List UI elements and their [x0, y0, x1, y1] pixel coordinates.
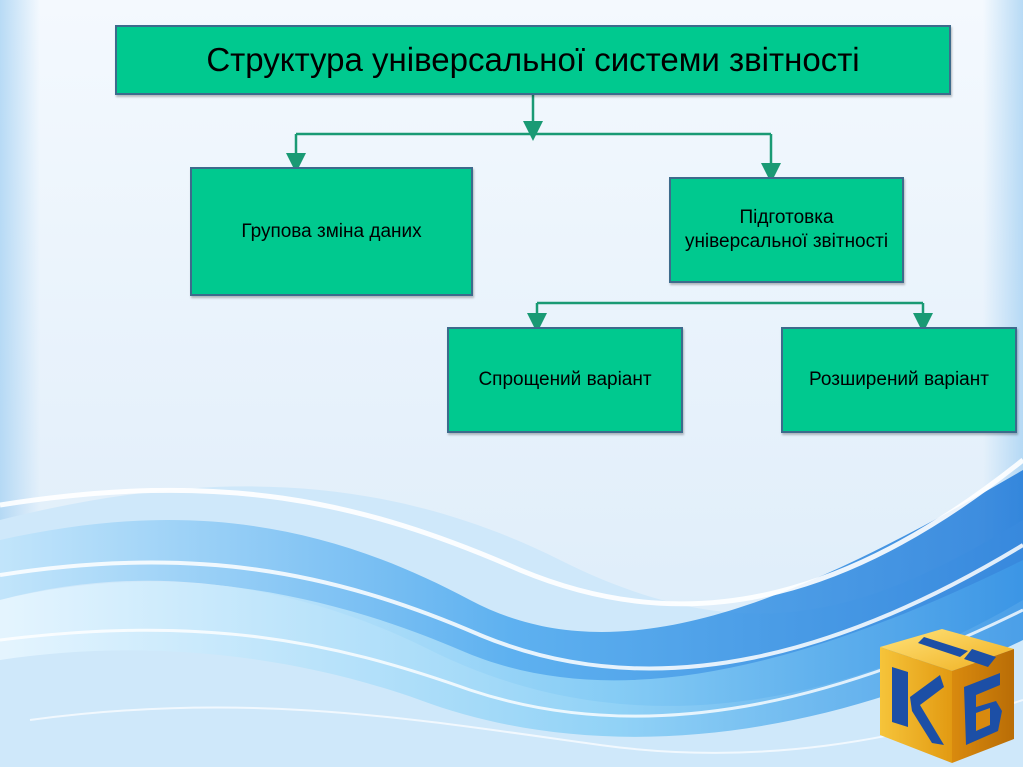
node-simplified: Спрощений варіант — [447, 327, 683, 433]
node-preparation-label: Підготовка універсальної звітності — [684, 207, 889, 252]
node-group-change: Групова зміна даних — [190, 167, 473, 296]
node-extended-label: Розширений варіант — [809, 369, 989, 391]
kb-cube-logo — [880, 629, 1014, 763]
diagram-title: Структура універсальної системи звітност… — [115, 25, 951, 95]
node-preparation: Підготовка універсальної звітності — [669, 177, 904, 283]
node-simplified-label: Спрощений варіант — [478, 369, 652, 391]
node-group-change-label: Групова зміна даних — [241, 220, 422, 242]
node-extended: Розширений варіант — [781, 327, 1017, 433]
diagram-title-text: Структура універсальної системи звітност… — [206, 41, 860, 79]
